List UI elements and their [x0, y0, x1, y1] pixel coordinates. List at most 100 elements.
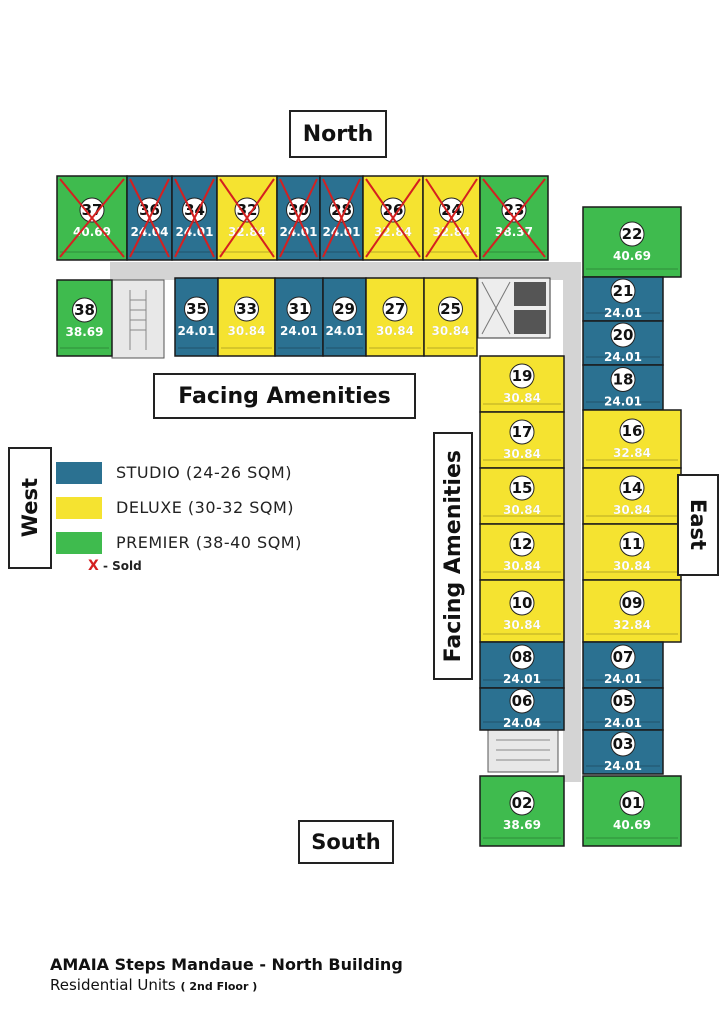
unit-number-badge [610, 367, 636, 392]
unit-area: 24.04 [503, 716, 541, 730]
unit-area: 24.01 [604, 350, 642, 364]
unit-number-badge [286, 296, 312, 322]
unit-number-badge [509, 475, 535, 501]
unit-number-badge [619, 475, 645, 501]
unit-number: 32 [237, 201, 258, 219]
unit-number: 12 [512, 535, 533, 553]
compass-east-label: East [686, 499, 710, 551]
building-structure [110, 262, 581, 782]
unit-area: 30.84 [613, 559, 651, 573]
unit-number-badge [332, 296, 357, 322]
unit-17[interactable]: 17 30.84 [479, 411, 565, 469]
footer-title: AMAIA Steps Mandaue - North Building [50, 955, 403, 974]
unit-05[interactable]: 05 24.01 [582, 687, 664, 731]
unit-number: 25 [440, 300, 461, 318]
unit-25[interactable]: 25 30.84 [423, 277, 478, 357]
sold-cross-icon [365, 178, 421, 258]
unit-11[interactable]: 11 30.84 [582, 523, 682, 581]
unit-number-badge [619, 531, 645, 557]
unit-number: 22 [622, 225, 643, 243]
sold-legend-label: - Sold [98, 559, 142, 573]
sold-cross-icon [322, 178, 361, 258]
unit-number: 17 [512, 423, 533, 441]
unit-area: 24.01 [604, 759, 642, 773]
unit-area: 30.84 [432, 324, 470, 338]
unit-number-badge [509, 419, 535, 445]
unit-number-badge [79, 197, 105, 223]
unit-area: 30.84 [503, 618, 541, 632]
sold-legend: X - Sold [88, 558, 142, 574]
compass-south-label: South [311, 830, 381, 854]
facing-amenities-top-label: Facing Amenities [178, 383, 391, 409]
unit-number: 37 [82, 201, 103, 219]
sold-cross-icon [482, 178, 546, 258]
legend-item-deluxe: DELUXE (30-32 SQM) [56, 490, 302, 525]
legend-label-premier: PREMIER (38-40 SQM) [116, 533, 302, 552]
unit-number-badge [380, 197, 406, 223]
unit-number-badge [234, 197, 260, 223]
unit-number-badge [509, 531, 535, 557]
footer-floor: ( 2nd Floor ) [180, 980, 258, 993]
sold-cross-icon [129, 178, 170, 258]
compass-north: North [289, 110, 387, 158]
unit-area: 30.84 [503, 559, 541, 573]
unit-area: 30.84 [503, 447, 541, 461]
unit-number-badge [509, 363, 535, 389]
legend-swatch-premier [56, 531, 102, 554]
unit-number-badge [501, 197, 527, 223]
legend: STUDIO (24-26 SQM) DELUXE (30-32 SQM) PR… [56, 455, 302, 560]
unit-number-badge [509, 590, 535, 616]
unit-area: 40.69 [73, 225, 111, 239]
unit-number: 15 [512, 479, 533, 497]
unit-number: 11 [622, 535, 643, 553]
unit-number: 29 [334, 300, 355, 318]
unit-area: 24.01 [604, 716, 642, 730]
unit-area: 30.84 [228, 324, 266, 338]
legend-swatch-deluxe [56, 496, 102, 519]
unit-number-badge [619, 221, 645, 247]
legend-label-studio: STUDIO (24-26 SQM) [116, 463, 292, 482]
unit-06[interactable]: 06 24.04 [479, 687, 565, 731]
compass-east: East [677, 474, 719, 576]
unit-number: 05 [613, 692, 634, 710]
unit-37[interactable]: 37 40.69 [56, 175, 128, 261]
unit-area: 32.84 [613, 618, 651, 632]
compass-west-label: West [18, 478, 42, 538]
unit-number-badge [610, 322, 636, 348]
unit-number-badge [72, 297, 97, 323]
unit-area: 24.01 [604, 395, 642, 409]
unit-12[interactable]: 12 30.84 [479, 523, 565, 581]
unit-number-badge [509, 790, 535, 816]
unit-number: 06 [512, 692, 533, 710]
unit-number-badge [439, 197, 464, 223]
